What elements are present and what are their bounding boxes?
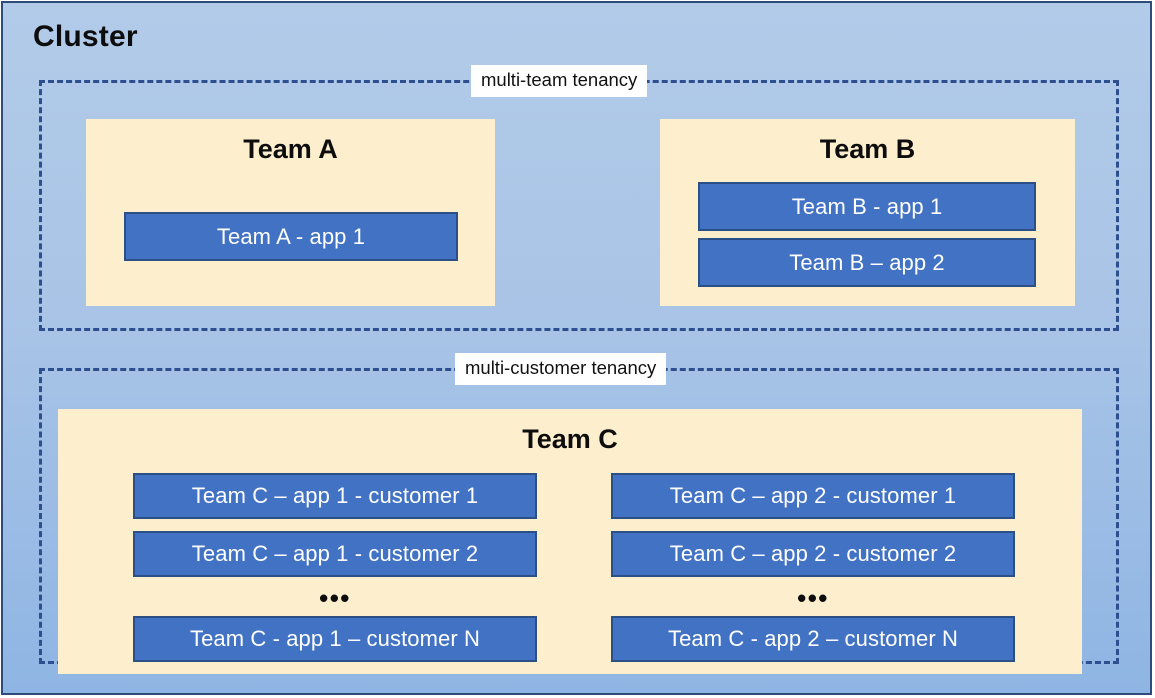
- team-title-team-a: Team A: [243, 134, 338, 164]
- app-box-team-c-app-2-customer-2[interactable]: Team C – app 2 - customer 2: [611, 531, 1015, 577]
- tenancy-label-multi-team: multi-team tenancy: [471, 65, 648, 97]
- app-box-team-c-app-1-customer-2[interactable]: Team C – app 1 - customer 2: [133, 531, 537, 577]
- app-box-team-b-app-2[interactable]: Team B – app 2: [698, 238, 1036, 287]
- team-panel-team-b: Team B Team B - app 1 Team B – app 2: [660, 119, 1075, 306]
- ellipsis-team-c-app-2: •••: [797, 583, 829, 613]
- tenancy-label-multi-customer: multi-customer tenancy: [455, 353, 667, 385]
- app-box-team-b-app-1[interactable]: Team B - app 1: [698, 182, 1036, 231]
- app-box-team-a-app-1[interactable]: Team A - app 1: [124, 212, 458, 261]
- team-title-team-c: Team C: [522, 424, 618, 454]
- team-title-team-b: Team B: [819, 134, 916, 164]
- app-box-team-c-app-2-customer-1[interactable]: Team C – app 2 - customer 1: [611, 473, 1015, 519]
- app-box-team-c-app-2-customer-n[interactable]: Team C - app 2 – customer N: [611, 616, 1015, 662]
- app-box-team-c-app-1-customer-n[interactable]: Team C - app 1 – customer N: [133, 616, 537, 662]
- team-panel-team-c: Team C Team C – app 1 - customer 1 Team …: [58, 409, 1082, 674]
- ellipsis-team-c-app-1: •••: [319, 583, 351, 613]
- cluster-title: Cluster: [33, 20, 138, 53]
- app-box-team-c-app-1-customer-1[interactable]: Team C – app 1 - customer 1: [133, 473, 537, 519]
- team-panel-team-a: Team A Team A - app 1: [86, 119, 495, 306]
